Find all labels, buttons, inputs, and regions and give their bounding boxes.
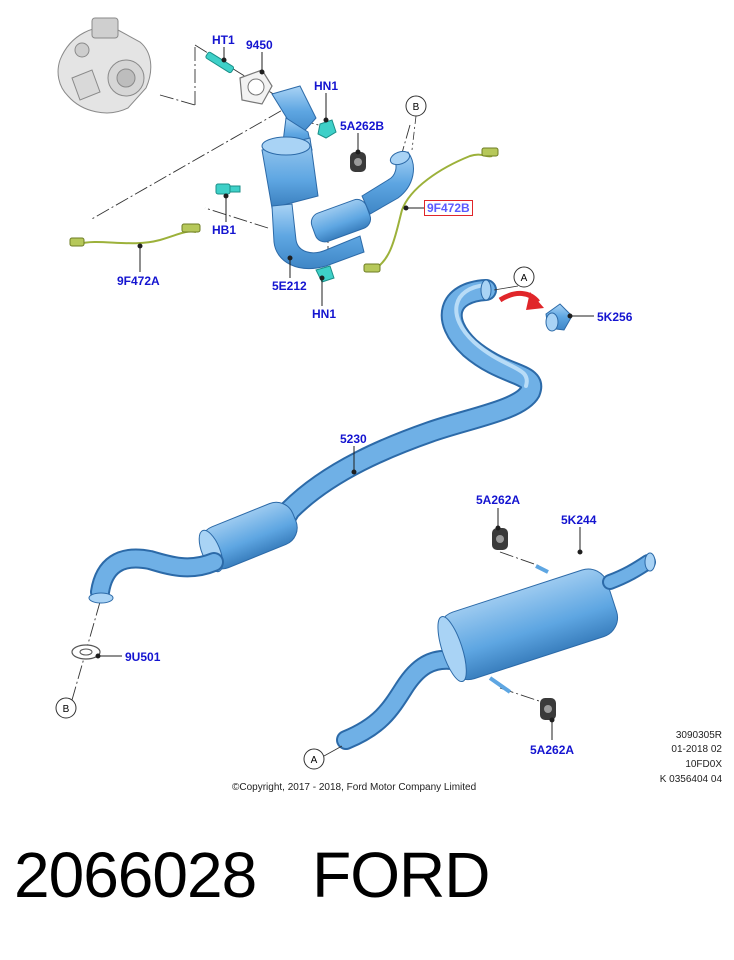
callout-5k244[interactable]: 5K244	[561, 513, 597, 527]
callout-leaders	[95, 47, 594, 740]
insulator-5a262a-bottom	[540, 698, 556, 720]
insulator-5a262a-top	[492, 528, 508, 550]
connector-a-bottom: A	[303, 745, 343, 770]
brand-name: FORD	[312, 839, 490, 911]
connector-a-bottom-label: A	[311, 755, 318, 766]
callout-5k256[interactable]: 5K256	[597, 310, 633, 324]
fastener-hn1-bottom	[315, 265, 335, 283]
callout-9f472a[interactable]: 9F472A	[117, 274, 160, 288]
callout-9f472b[interactable]: 9F472B	[424, 200, 473, 216]
oxygen-sensor-9f472a	[69, 223, 201, 247]
copyright-notice: ©Copyright, 2017 - 2018, Ford Motor Comp…	[232, 782, 477, 793]
connector-b-bottom: B	[55, 697, 77, 719]
connector-b-bottom-label: B	[63, 704, 70, 715]
callout-ht1[interactable]: HT1	[212, 33, 235, 47]
connector-a-top: A	[493, 266, 535, 291]
part-number-line: 2066028 FORD	[14, 838, 545, 912]
intermediate-pipe-5230	[88, 279, 543, 604]
callout-9u501[interactable]: 9U501	[125, 650, 161, 664]
reference-code-3: 10FD0X	[685, 759, 722, 770]
gasket-9450	[239, 69, 273, 105]
callout-hb1[interactable]: HB1	[212, 223, 237, 237]
callout-5a262a-bottom[interactable]: 5A262A	[530, 743, 575, 757]
oxygen-sensor-9f472b	[363, 147, 499, 273]
part-number: 2066028	[14, 839, 257, 911]
move-arrow	[498, 291, 544, 310]
connector-a-top-label: A	[521, 273, 528, 284]
reference-code-4: K 0356404 04	[659, 774, 722, 785]
callout-5230[interactable]: 5230	[340, 432, 367, 446]
callout-hn1-top[interactable]: HN1	[314, 79, 339, 93]
connector-b-top: B	[405, 95, 427, 151]
callout-5a262a-top[interactable]: 5A262A	[476, 493, 521, 507]
reference-code-1: 3090305R	[675, 730, 722, 741]
gasket-9u501	[71, 644, 101, 660]
turbocharger-sketch	[57, 17, 152, 114]
callout-5a262b[interactable]: 5A262B	[340, 119, 385, 133]
insulator-5a262b	[350, 152, 366, 172]
fastener-hb1	[215, 183, 241, 195]
callout-5e212[interactable]: 5E212	[272, 279, 307, 293]
catalytic-converter-5e212	[261, 85, 414, 270]
clamp-5k256	[545, 303, 573, 332]
reference-code-2: 01-2018 02	[671, 744, 722, 755]
connector-b-top-label: B	[413, 102, 420, 113]
callout-9450[interactable]: 9450	[246, 38, 273, 52]
callout-hn1-bottom[interactable]: HN1	[312, 307, 337, 321]
stud-bolt-ht1	[205, 51, 235, 74]
fastener-hn1-top	[317, 119, 337, 139]
rear-muffler-5k244	[336, 552, 656, 750]
